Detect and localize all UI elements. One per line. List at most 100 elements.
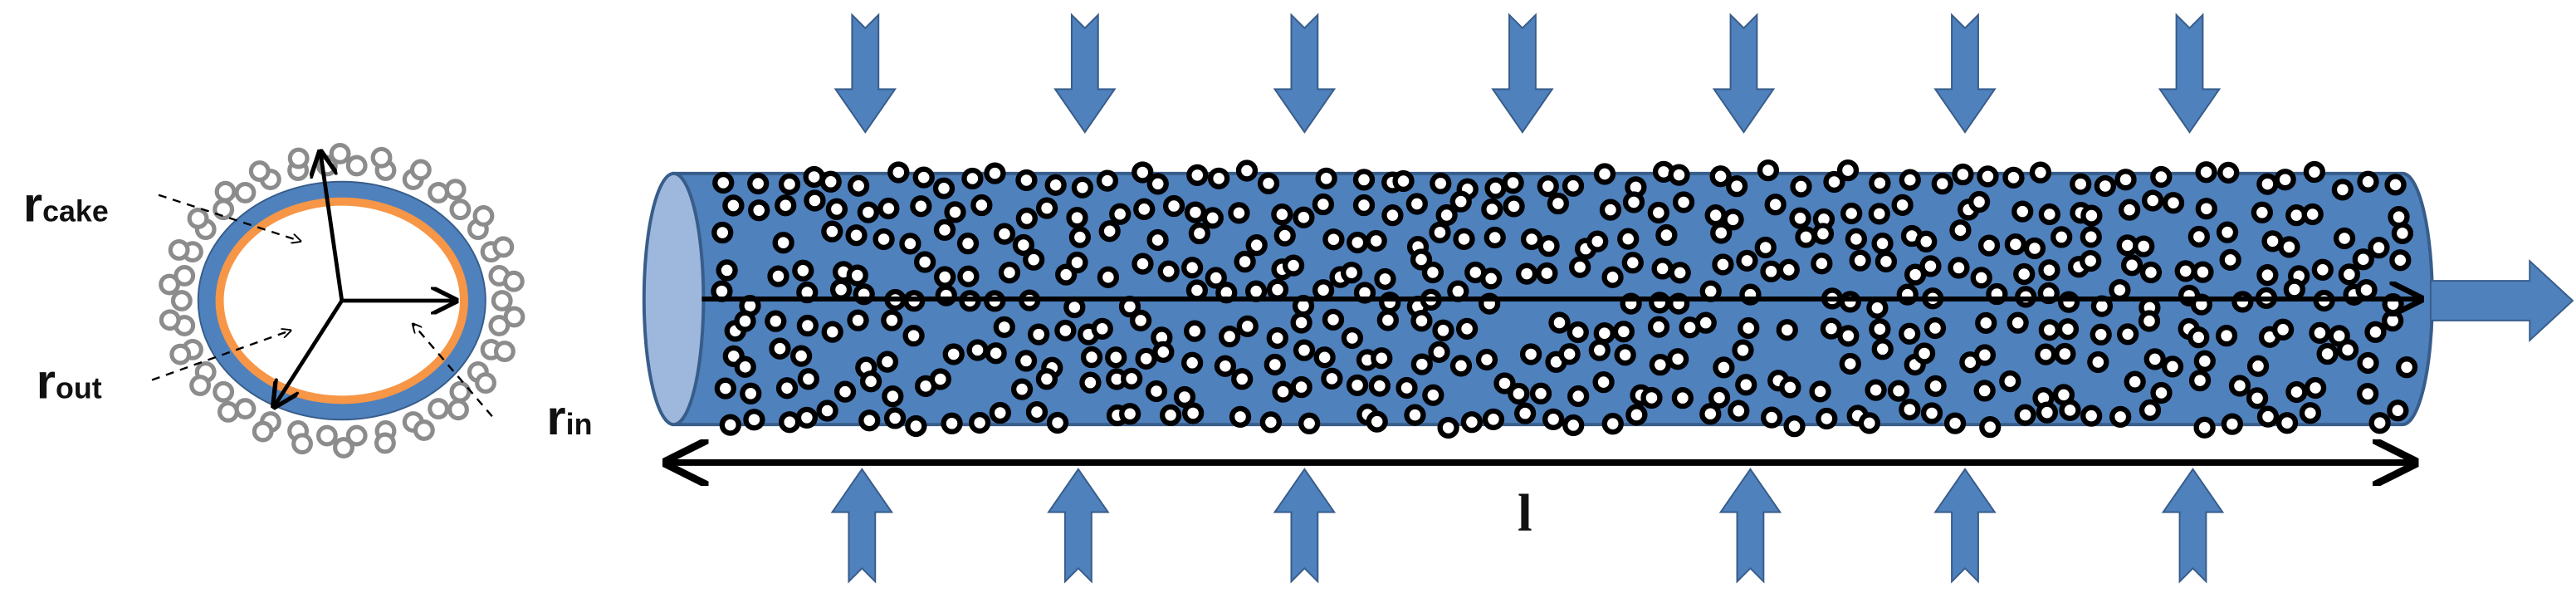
foulant-particle [1811, 252, 1833, 275]
cake-particle [428, 398, 450, 420]
foulant-particle [1502, 172, 1524, 194]
foulant-particle [2256, 173, 2279, 195]
foulant-particle [778, 173, 801, 195]
foulant-particle [795, 406, 819, 429]
foulant-particle [1562, 174, 1585, 197]
foulant-particle [2118, 199, 2141, 221]
foulant-particle [1201, 207, 1224, 229]
foulant-particle [2309, 321, 2331, 344]
foulant-particle [1228, 202, 1250, 224]
foulant-particle [2274, 169, 2296, 191]
foulant-particle [881, 309, 903, 331]
foulant-particle [1098, 220, 1121, 243]
length-label: l [1518, 483, 1532, 542]
foulant-particle [2228, 375, 2251, 397]
foulant-particle [1837, 325, 1860, 347]
foulant-particle [1709, 165, 1732, 188]
foulant-particle [2013, 262, 2036, 286]
foulant-particle [942, 343, 965, 365]
cake-particle [287, 147, 310, 169]
tube-open-end [642, 171, 706, 427]
foulant-particle [1035, 368, 1058, 390]
foulant-particle [1592, 370, 1615, 394]
foulant-particle [722, 194, 745, 217]
foulant-particle [2391, 222, 2414, 244]
foulant-particle [1119, 403, 1141, 425]
foulant-particle [1162, 194, 1185, 218]
foulant-particle [2059, 399, 2081, 422]
foulant-particle [1732, 339, 1754, 361]
cake-particle [315, 424, 338, 447]
foulant-particle [883, 407, 907, 429]
foulant-particle [2389, 249, 2412, 272]
foulant-particle [887, 161, 910, 184]
foulant-particle [989, 401, 1011, 424]
foulant-particle [2331, 179, 2354, 201]
foulant-particle [858, 409, 881, 432]
foulant-particle [2138, 310, 2161, 332]
foulant-particle [1455, 317, 1479, 340]
foulant-particle [957, 265, 980, 287]
foulant-particle [1777, 258, 1800, 281]
foulant-particle [1529, 382, 1552, 404]
inflow-arrows-bottom [830, 468, 2225, 584]
foulant-particle [1266, 278, 1289, 301]
foulant-particle [734, 310, 756, 332]
foulant-particle [772, 232, 794, 254]
foulant-particle [1548, 311, 1571, 334]
foulant-particle [1754, 236, 1777, 259]
foulant-particle [876, 351, 899, 373]
foulant-particle [1949, 219, 1972, 242]
foulant-particle [821, 220, 843, 243]
foulant-particle [1096, 169, 1119, 192]
foulant-particle [1046, 411, 1069, 434]
cake-particle [370, 146, 393, 169]
cake-particle [252, 420, 274, 443]
foulant-particle [1669, 262, 1691, 284]
foulant-particle [1783, 415, 1806, 438]
cake-particle [447, 399, 469, 421]
foulant-particle [1899, 169, 1921, 191]
foulant-particle [848, 174, 870, 197]
foulant-particle [1973, 344, 1997, 366]
foulant-particle [1321, 367, 1343, 390]
foulant-particle [2054, 342, 2076, 365]
down-arrow-icon [2158, 12, 2222, 134]
foulant-particle [1181, 257, 1204, 279]
foulant-particle [1593, 322, 1615, 345]
foulant-particle [2038, 259, 2060, 282]
foulant-particle [1231, 368, 1254, 390]
foulant-particle [1672, 191, 1695, 213]
cake-particle [493, 341, 516, 362]
foulant-particle [1341, 326, 1364, 350]
foulant-particle [1068, 226, 1092, 248]
foulant-particle [1181, 351, 1204, 374]
foulant-particle [933, 218, 956, 242]
foulant-particle [1699, 403, 1722, 425]
foulant-particle [1647, 316, 1670, 338]
cake-particle [213, 199, 235, 221]
foulant-particle [1816, 407, 1838, 430]
foulant-particle [1066, 207, 1088, 229]
r-out-leader [151, 331, 291, 381]
foulant-particle [2192, 261, 2214, 283]
cake-particle [189, 375, 212, 396]
foulant-particle [1208, 167, 1230, 189]
foulant-particle [912, 166, 935, 189]
foulant-particle [2011, 200, 2034, 223]
foulant-particle [2195, 198, 2217, 220]
foulant-particle [1849, 249, 1871, 272]
foulant-particle [743, 409, 765, 431]
r-cake-label: rcake [23, 177, 109, 233]
foulant-particle [2150, 165, 2173, 189]
foulant-particle [1229, 405, 1252, 428]
foulant-particle [1480, 267, 1503, 290]
foulant-particle [2057, 291, 2080, 313]
foulant-particle [984, 162, 1006, 184]
cake-particle [174, 265, 196, 287]
cake-particle [449, 380, 472, 403]
foulant-particle [1647, 201, 1669, 224]
foulant-particle [1712, 253, 1734, 276]
foulant-particle [1014, 350, 1038, 372]
